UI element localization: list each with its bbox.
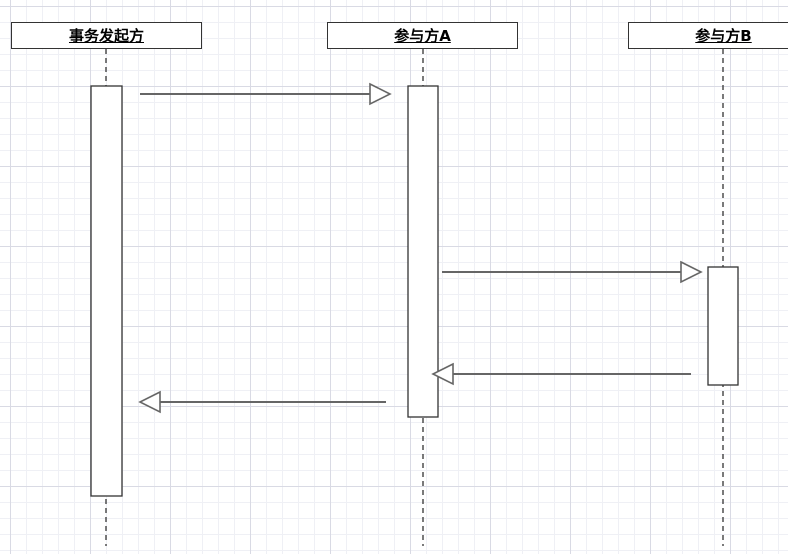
activation-initiator bbox=[90, 85, 123, 497]
message-initiator-to-a bbox=[140, 82, 392, 106]
participant-b[interactable]: 参与方B bbox=[628, 22, 788, 49]
participant-initiator-label: 事务发起方 bbox=[68, 27, 144, 45]
message-a-to-b bbox=[442, 260, 703, 284]
activation-participant-a bbox=[407, 85, 439, 418]
participant-initiator[interactable]: 事务发起方 bbox=[11, 22, 202, 49]
message-a-to-initiator bbox=[138, 390, 386, 414]
message-b-to-a bbox=[431, 362, 691, 386]
participant-a[interactable]: 参与方A bbox=[327, 22, 518, 49]
participant-a-label: 参与方A bbox=[394, 27, 451, 45]
activation-participant-b bbox=[707, 266, 739, 386]
participant-b-label: 参与方B bbox=[695, 27, 752, 45]
